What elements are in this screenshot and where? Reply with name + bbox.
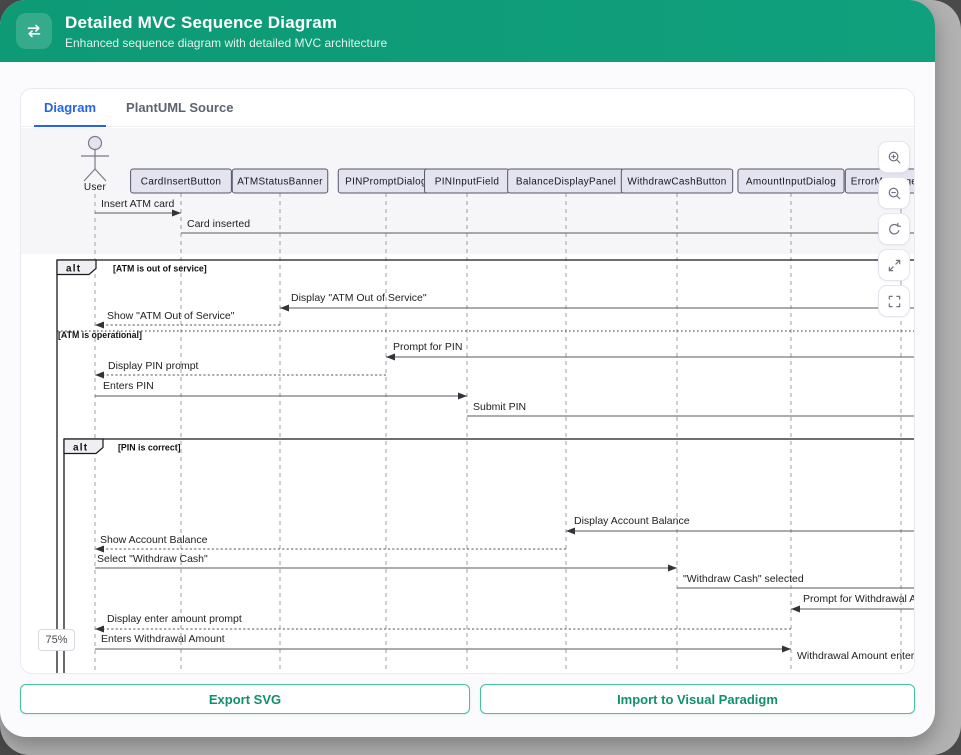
fullscreen-button[interactable] <box>878 285 910 317</box>
actor-icon <box>94 168 107 182</box>
diagram-viewer: User CardInsertButton ATMStatusBanner PINPr… <box>21 128 914 673</box>
export-svg-button[interactable]: Export SVG <box>20 684 470 714</box>
tab-plantuml-source[interactable]: PlantUML Source <box>126 100 234 115</box>
participant-label: ATMStatusBanner <box>237 177 323 188</box>
message-label: Enters Withdrawal Amount <box>101 633 225 645</box>
message-label: Withdrawal Amount entered <box>797 650 914 662</box>
alt-guard-label: [ATM is out of service] <box>113 264 207 274</box>
zoom-level-badge: 75% <box>38 629 75 651</box>
actor-label: User <box>84 182 107 193</box>
alt-frame-pentagon <box>56 259 97 276</box>
message-label: Card inserted <box>187 218 250 230</box>
divider-guard-label: [ATM is operational] <box>58 330 142 340</box>
participant-label: WithdrawCashButton <box>627 177 726 188</box>
page-subtitle: Enhanced sequence diagram with detailed … <box>65 35 388 50</box>
participant-box <box>620 168 734 194</box>
alt-guard-label: [PIN is correct] <box>118 443 181 453</box>
reset-view-button[interactable] <box>878 213 910 245</box>
page-title: Detailed MVC Sequence Diagram <box>65 12 338 32</box>
viewer-controls <box>878 141 910 317</box>
arrowhead <box>782 645 791 653</box>
participant-label: AmountInputDialog <box>746 177 836 188</box>
participant-box <box>231 168 329 194</box>
arrowhead <box>95 545 104 553</box>
alt-frame-label: alt <box>66 264 81 275</box>
app-window: Detailed MVC Sequence Diagram Enhanced s… <box>0 0 935 737</box>
message-label: Select "Withdraw Cash" <box>97 553 208 565</box>
tab-bar: Diagram PlantUML Source <box>21 89 914 127</box>
content-card: Diagram PlantUML Source User CardInsertBut… <box>20 88 915 674</box>
participant-label: PINPromptDialog <box>345 177 427 188</box>
alt-frame-pentagon <box>63 438 104 455</box>
message-label: Prompt for Withdrawal Amount <box>803 593 914 605</box>
fullscreen-icon <box>888 295 900 307</box>
swap-arrows-icon <box>16 13 52 49</box>
footer-actions: Export SVG Import to Visual Paradigm <box>0 684 935 714</box>
arrowhead <box>95 321 104 329</box>
message-label: Show Account Balance <box>100 534 208 546</box>
reset-icon <box>888 222 901 234</box>
message-label: Display Account Balance <box>574 515 690 527</box>
participant-label: CardInsertButton <box>141 177 221 188</box>
arrowhead <box>668 564 677 572</box>
arrowhead <box>791 605 800 613</box>
actor-icon <box>83 168 96 182</box>
zoom-out-button[interactable] <box>878 177 910 209</box>
arrowhead <box>95 371 104 379</box>
message-label: Enters PIN <box>103 380 154 392</box>
message-label: Submit PIN <box>473 401 526 413</box>
message-label: Display enter amount prompt <box>107 613 242 625</box>
expand-icon <box>888 259 900 271</box>
zoom-in-icon <box>888 151 900 163</box>
zoom-in-button[interactable] <box>878 141 910 173</box>
actor-icon <box>87 135 103 151</box>
message-label: Display "ATM Out of Service" <box>291 292 427 304</box>
arrowhead <box>95 625 104 633</box>
message-label: Prompt for PIN <box>393 341 462 353</box>
zoom-out-icon <box>888 187 900 199</box>
import-visual-paradigm-button[interactable]: Import to Visual Paradigm <box>480 684 915 714</box>
app-header: Detailed MVC Sequence Diagram Enhanced s… <box>0 0 935 62</box>
participant-label: BalanceDisplayPanel <box>516 177 616 188</box>
message-label: Display PIN prompt <box>108 360 199 372</box>
arrowhead <box>458 392 467 400</box>
participant-box <box>737 168 845 194</box>
arrowhead <box>172 209 181 217</box>
message-label: Show "ATM Out of Service" <box>107 310 235 322</box>
message-label: Insert ATM card <box>101 198 174 210</box>
arrowhead <box>280 304 289 312</box>
arrowhead <box>386 353 395 361</box>
alt-frame-label: alt <box>73 443 88 454</box>
tab-diagram[interactable]: Diagram <box>29 89 111 127</box>
message-label: "Withdraw Cash" selected <box>683 573 804 585</box>
participant-label: PINInputField <box>435 177 500 188</box>
sequence-diagram[interactable]: User CardInsertButton ATMStatusBanner PINPr… <box>21 131 914 673</box>
arrowhead <box>566 527 575 535</box>
participant-box <box>130 168 232 194</box>
expand-button[interactable] <box>878 249 910 281</box>
